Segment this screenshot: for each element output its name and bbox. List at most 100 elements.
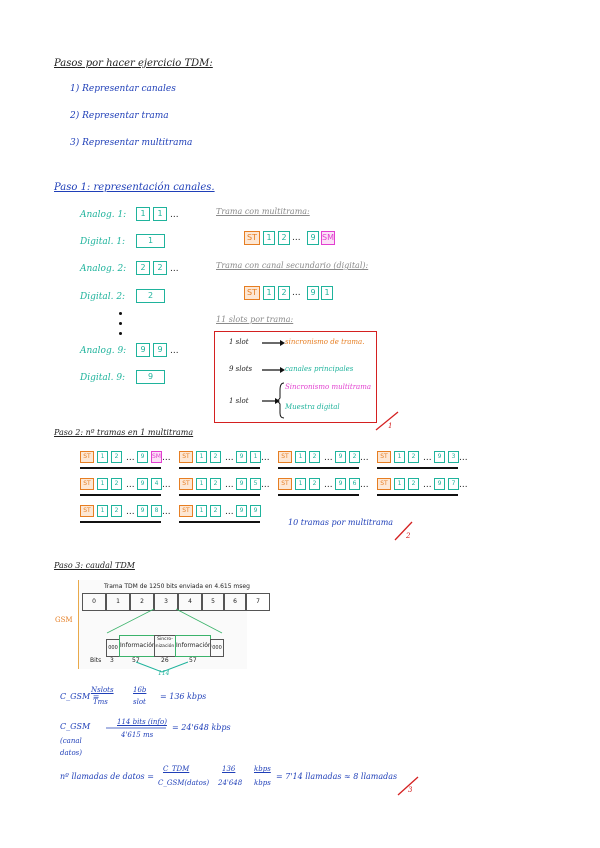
ellipsis: ...: [459, 480, 468, 490]
ellipsis: ...: [324, 453, 333, 463]
channel-slot: 9: [434, 451, 445, 463]
ellipsis: ...: [261, 480, 270, 490]
vertical-dot: [119, 322, 122, 325]
digital-1-slot: 1: [136, 234, 165, 248]
step2-title: Paso 2: nº tramas en 1 multitrama: [54, 428, 194, 437]
tdm-slot: 6: [224, 593, 246, 611]
channel-slot: 1: [97, 505, 108, 517]
channel-slot: 9: [137, 451, 148, 463]
channel-slot: 1: [263, 231, 275, 245]
tdm-slot: 2: [130, 593, 154, 611]
analog-2-slot: 2: [153, 261, 167, 275]
frame-underline: [278, 467, 359, 469]
extra-slot: 5: [250, 478, 261, 490]
channel-slot: 1: [295, 451, 306, 463]
figure-caption: Trama TDM de 1250 bits enviada en 4.615 …: [104, 583, 250, 590]
frame-underline: [80, 494, 161, 496]
formula1-lhs: C_GSM =: [60, 692, 100, 701]
ellipsis: ...: [423, 480, 432, 490]
formula3-denominator-3: kbps: [254, 779, 271, 787]
channel-slot: 1: [97, 451, 108, 463]
legend-count-2: 9 slots: [229, 365, 253, 373]
channel-slot: 2: [111, 505, 122, 517]
trama-multitrama-label: Trama con multitrama:: [216, 207, 310, 216]
ellipsis: ...: [126, 453, 135, 463]
extra-slot: 8: [151, 505, 162, 517]
analog-9-slot: 9: [153, 343, 167, 357]
extra-slot: 3: [448, 451, 459, 463]
channel-slot: 2: [278, 231, 290, 245]
channel-slot: 9: [307, 231, 319, 245]
page-heading: Pasos por hacer ejercicio TDM:: [54, 58, 213, 69]
channel-slot: 2: [210, 505, 221, 517]
tail-bits: 000: [210, 639, 224, 657]
extra-slot: 1: [250, 451, 261, 463]
ellipsis: ...: [324, 480, 333, 490]
analog-1-slot: 1: [153, 207, 167, 221]
channel-slot: 1: [196, 478, 207, 490]
channel-slot: 2: [309, 478, 320, 490]
formula2-sub-2: datos): [60, 749, 83, 757]
digital-9-slot: 9: [136, 370, 165, 384]
formula2-numerator: 114 bits (info): [117, 718, 167, 726]
digital-sample-slot: 1: [321, 286, 333, 300]
legend-count-1: 1 slot: [229, 338, 249, 346]
formula3-result: = 7'14 llamadas ≈ 8 llamadas: [276, 772, 398, 781]
formula1-numerator: Nslots: [91, 686, 114, 694]
formula2-result: = 24'648 kbps: [172, 723, 231, 732]
tdm-slot: 1: [106, 593, 130, 611]
ellipsis: ...: [360, 453, 369, 463]
channel-slot: 2: [408, 451, 419, 463]
sync-slot: ST: [244, 231, 260, 245]
formula1-denominator-2: slot: [133, 698, 146, 706]
section-mark-3: 3: [408, 786, 413, 794]
analog-9-slot: 9: [136, 343, 150, 357]
section-mark-2: 2: [406, 532, 411, 540]
channel-slot: 2: [111, 451, 122, 463]
ellipsis: ...: [360, 480, 369, 490]
ellipsis: ...: [459, 453, 468, 463]
ellipsis: ...: [292, 233, 301, 243]
formula3-numerator-3: kbps: [254, 765, 271, 773]
tdm-slot: 4: [178, 593, 202, 611]
frame-underline: [278, 494, 359, 496]
step1-title: Paso 1: representación canales.: [54, 182, 215, 193]
channel-slot: 1: [196, 505, 207, 517]
formula3-denominator-2: 24'648: [218, 779, 243, 787]
channel-slot: 9: [236, 451, 247, 463]
channel-slot: 9: [236, 505, 247, 517]
frame-underline: [377, 494, 458, 496]
formula3-denominator: C_GSM(datos): [158, 779, 210, 787]
sync-slot: ST: [278, 451, 292, 463]
legend-text-3b: Muestra digital: [285, 403, 340, 411]
ellipsis: ...: [170, 210, 179, 220]
ellipsis: ...: [261, 453, 270, 463]
step-item-2: 2) Representar trama: [70, 111, 169, 121]
ellipsis: ...: [225, 507, 234, 517]
analog-9-label: Analog. 9:: [80, 346, 127, 356]
frame-underline: [80, 521, 161, 523]
bits-count: 57: [189, 657, 197, 664]
ellipsis: ...: [292, 288, 301, 298]
bits-label: Bits: [90, 657, 102, 664]
channel-slot: 9: [307, 286, 319, 300]
formula1-denominator: Tms: [93, 698, 108, 706]
analog-2-label: Analog. 2:: [80, 264, 127, 274]
analog-1-slot: 1: [136, 207, 150, 221]
sync-slot: ST: [244, 286, 260, 300]
gsm-label: GSM: [55, 616, 73, 624]
formula1-numerator-2: 16b: [133, 686, 147, 694]
channel-slot: 1: [295, 478, 306, 490]
channel-slot: 1: [394, 451, 405, 463]
bits-count: 57: [132, 657, 140, 664]
ellipsis: ...: [126, 507, 135, 517]
trama-digital-label: Trama con canal secundario (digital):: [216, 261, 369, 270]
extra-slot: 9: [250, 505, 261, 517]
sync-slot: ST: [377, 478, 391, 490]
ellipsis: ...: [126, 480, 135, 490]
tdm-slot: 7: [246, 593, 270, 611]
sync-slot: ST: [179, 505, 193, 517]
channel-slot: 9: [335, 478, 346, 490]
sync-slot: ST: [80, 505, 94, 517]
